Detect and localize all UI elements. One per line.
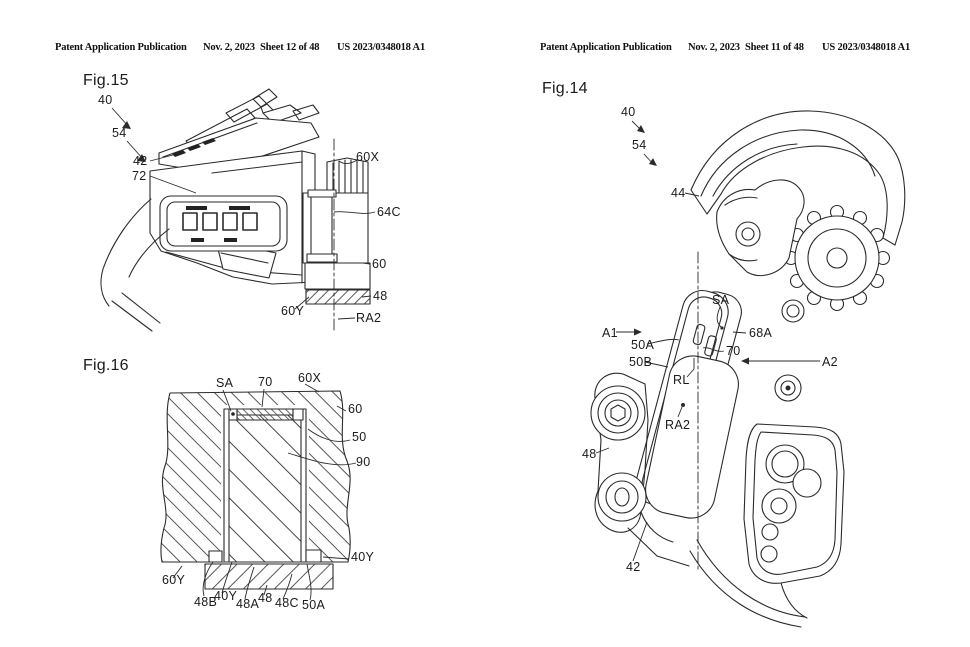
document-number: US 2023/0348018 A1 (337, 42, 425, 53)
fig16-ref-60Y: 60Y (162, 573, 186, 587)
fig14-labels: Fig.14 40 54 44 A1 50A 50B SA 68A 70 A2 … (542, 80, 838, 574)
fig14-ref-40: 40 (621, 105, 636, 119)
fig16-ref-SA: SA (216, 376, 234, 390)
fig15-leader-lines (111, 107, 376, 320)
fig14-ref-SA: SA (712, 293, 730, 307)
fig14-line-art (590, 110, 906, 628)
fig16-ref-48A: 48A (236, 597, 260, 611)
fig16-leader-lines (172, 383, 357, 601)
fig14-ref-48: 48 (582, 447, 597, 461)
page-right-drawings: Fig.14 40 54 44 A1 50A 50B SA 68A 70 A2 … (542, 80, 906, 628)
publication-date: Nov. 2, 2023 (688, 42, 740, 53)
fig14-ref-50B: 50B (629, 355, 652, 369)
fig16-ref-40Y-bottom: 40Y (214, 589, 238, 603)
fig15-ref-40: 40 (98, 93, 113, 107)
fig16-line-art (160, 390, 351, 590)
fig14-guide-pulley (783, 204, 891, 312)
fig14-ref-70: 70 (726, 344, 741, 358)
fig16-ref-48B: 48B (194, 595, 217, 609)
fig16-ref-90: 90 (356, 455, 371, 469)
fig16-ref-50: 50 (352, 430, 367, 444)
fig16-labels: Fig.16 SA 70 60X 60 50 90 40Y 60Y 48B 40… (83, 357, 375, 612)
fig15-ref-54: 54 (112, 126, 127, 140)
page-left-drawings: Fig.15 40 54 42 72 60X 64C 60 48 60Y RA2 (83, 72, 401, 612)
fig16-title: Fig.16 (83, 357, 129, 374)
fig14-title: Fig.14 (542, 80, 588, 97)
publication-date: Nov. 2, 2023 (203, 42, 255, 53)
fig15-ref-60X: 60X (356, 150, 380, 164)
fig14-ref-RL: RL (673, 373, 690, 387)
fig14-ref-A2: A2 (822, 355, 838, 369)
fig15-ref-60: 60 (372, 257, 387, 271)
fig15-title: Fig.15 (83, 72, 129, 89)
fig14-ref-68A: 68A (749, 326, 773, 340)
fig14-leader-lines (595, 120, 820, 562)
fig16-ref-40Y-right: 40Y (351, 550, 375, 564)
fig16-ref-70: 70 (258, 375, 273, 389)
fig14-ref-42: 42 (626, 560, 641, 574)
fig15-ref-42: 42 (133, 154, 148, 168)
fig15-ref-48: 48 (373, 289, 388, 303)
fig16-ref-50A: 50A (302, 598, 326, 612)
fig15-labels: Fig.15 40 54 42 72 60X 64C 60 48 60Y RA2 (83, 72, 401, 325)
fig15-line-art (100, 88, 371, 332)
fig15-ref-64C: 64C (377, 205, 401, 219)
publication-title: Patent Application Publication (55, 42, 187, 53)
fig14-ref-50A: 50A (631, 338, 655, 352)
publication-title: Patent Application Publication (540, 42, 672, 53)
fig15-ref-60Y: 60Y (281, 304, 305, 318)
document-number: US 2023/0348018 A1 (822, 42, 910, 53)
sheet-number: Sheet 11 of 48 (745, 42, 804, 53)
fig15-ref-72: 72 (132, 169, 147, 183)
fig14-ref-RA2: RA2 (665, 418, 690, 432)
fig14-ref-54: 54 (632, 138, 647, 152)
fig16-ref-48C: 48C (275, 596, 299, 610)
fig16-ref-60X: 60X (298, 371, 322, 385)
fig16-ref-48: 48 (258, 591, 273, 605)
fig15-ref-RA2: RA2 (356, 311, 381, 325)
sheet-number: Sheet 12 of 48 (260, 42, 320, 53)
fig14-ref-A1: A1 (602, 326, 618, 340)
fig16-ref-60: 60 (348, 402, 363, 416)
fig14-ref-44: 44 (671, 186, 686, 200)
